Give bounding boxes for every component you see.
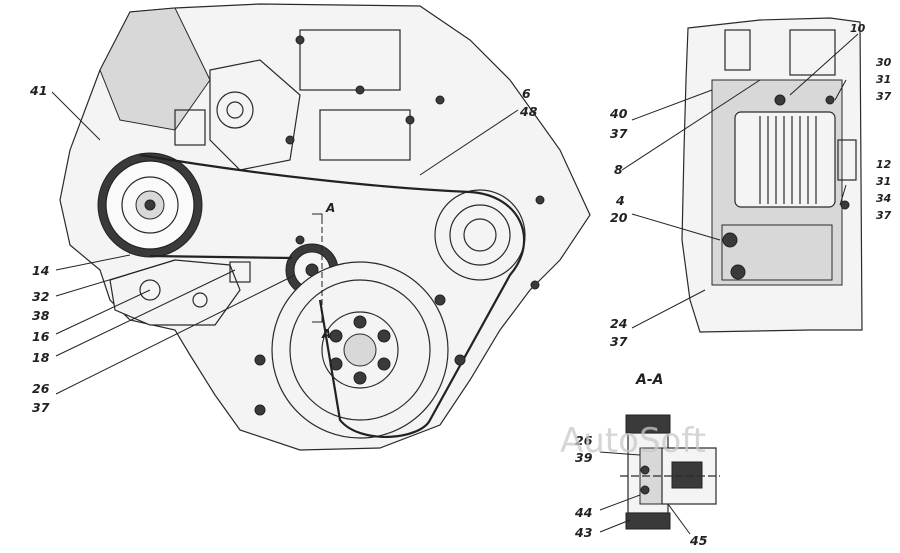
callout-32: 32: [32, 289, 49, 304]
section-title: A-A: [635, 372, 663, 388]
callout-31-b: 31: [876, 175, 891, 188]
side-leader-lines: [621, 33, 859, 329]
callout-38: 38: [32, 308, 50, 323]
callout-48: 48: [519, 104, 538, 119]
callout-14: 14: [32, 263, 49, 278]
callout-20: 20: [610, 210, 628, 225]
generator-pulley: [97, 152, 203, 258]
callout-30: 30: [876, 56, 892, 69]
section-callout-26: 26: [575, 433, 593, 448]
callout-12: 12: [876, 158, 892, 171]
callout-41: 41: [29, 83, 47, 98]
callout-10: 10: [850, 22, 866, 35]
callout-8: 8: [614, 162, 623, 177]
engine-block-outline: [59, 3, 591, 451]
pump-pulley: [434, 189, 526, 281]
callout-37-b: 37: [610, 126, 628, 141]
section-a-a-view: A-A 26 39 44 43 45: [574, 372, 720, 548]
callout-40: 40: [609, 106, 628, 121]
callout-37-a: 37: [876, 90, 892, 103]
generator-fins: [759, 116, 817, 204]
callout-4: 4: [615, 193, 625, 208]
crankshaft-damper: [271, 261, 449, 439]
callout-24: 24: [610, 316, 627, 331]
section-callout-43: 43: [574, 525, 592, 540]
side-callouts: 10 30 31 37 40 37 8 12 31 34 37 4 20 24 …: [609, 22, 892, 349]
section-mark-upper: A: [325, 201, 335, 215]
callout-37: 37: [32, 400, 50, 415]
callout-26: 26: [32, 381, 50, 396]
callout-31-a: 31: [876, 73, 891, 86]
callout-37-d: 37: [610, 334, 628, 349]
main-engine-front-view: [59, 3, 591, 451]
drive-belt: [139, 153, 526, 439]
callout-37-c: 37: [876, 209, 892, 222]
callout-18: 18: [32, 350, 50, 365]
callout-16: 16: [32, 329, 50, 344]
main-leader-lines: [51, 91, 519, 395]
section-callout-45: 45: [689, 533, 708, 548]
section-line-a: [312, 213, 323, 323]
callout-34: 34: [876, 192, 891, 205]
main-callouts: 41 6 48 14 32 38 16 18 26 37 A A: [29, 83, 538, 415]
side-view-generator: [681, 17, 863, 333]
section-mark-lower: A: [321, 327, 331, 341]
watermark: AutoSoft: [560, 421, 706, 461]
section-callout-44: 44: [574, 505, 592, 520]
section-callout-39: 39: [575, 450, 593, 465]
callout-6: 6: [522, 86, 531, 101]
